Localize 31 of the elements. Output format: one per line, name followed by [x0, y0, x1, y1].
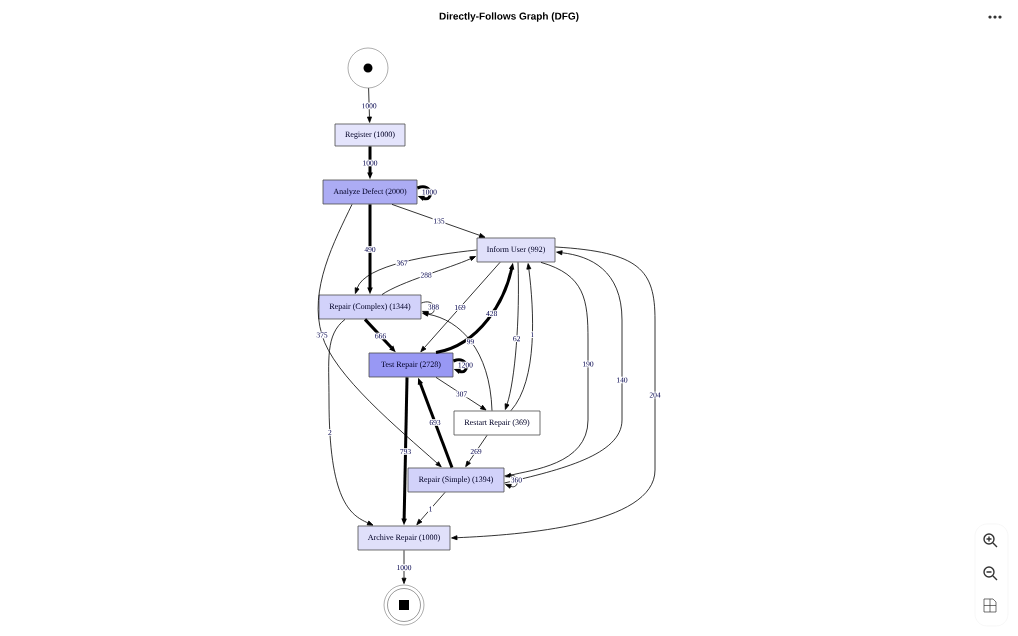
arrow [391, 204, 486, 238]
arrow [354, 249, 477, 294]
activity-box: Analyze Defect (2000) [322, 179, 418, 205]
activity-box: Repair (Simple) (1394) [407, 467, 505, 493]
arrow [510, 263, 533, 411]
arrow [417, 185, 432, 202]
arrow [328, 319, 374, 526]
arrow [451, 246, 656, 541]
activity-box: Restart Repair (369) [453, 410, 541, 436]
activity-box: Archive Repair (1000) [357, 525, 451, 551]
activity-box: Repair (Complex) (1344) [318, 294, 422, 320]
end-circle [383, 584, 425, 626]
arrow [422, 311, 493, 411]
activity-box: Register (1000) [334, 123, 406, 147]
arrow [504, 262, 519, 410]
arrow [465, 435, 488, 467]
activity-box: Test Repair (2728) [368, 352, 454, 378]
arrow [416, 492, 446, 526]
arrow [401, 550, 407, 584]
diagram-title: Directly-Follows Graph (DFG) [439, 12, 579, 22]
arrow [381, 256, 476, 295]
arrow [504, 474, 518, 489]
arrow [453, 358, 468, 375]
arrow [317, 204, 442, 468]
arrow [504, 250, 623, 484]
arrow [420, 262, 501, 353]
arrow [505, 262, 589, 478]
start-circle [347, 47, 389, 89]
activity-box: Inform User (992) [476, 237, 556, 263]
arrow [367, 87, 372, 123]
arrow [435, 377, 487, 411]
